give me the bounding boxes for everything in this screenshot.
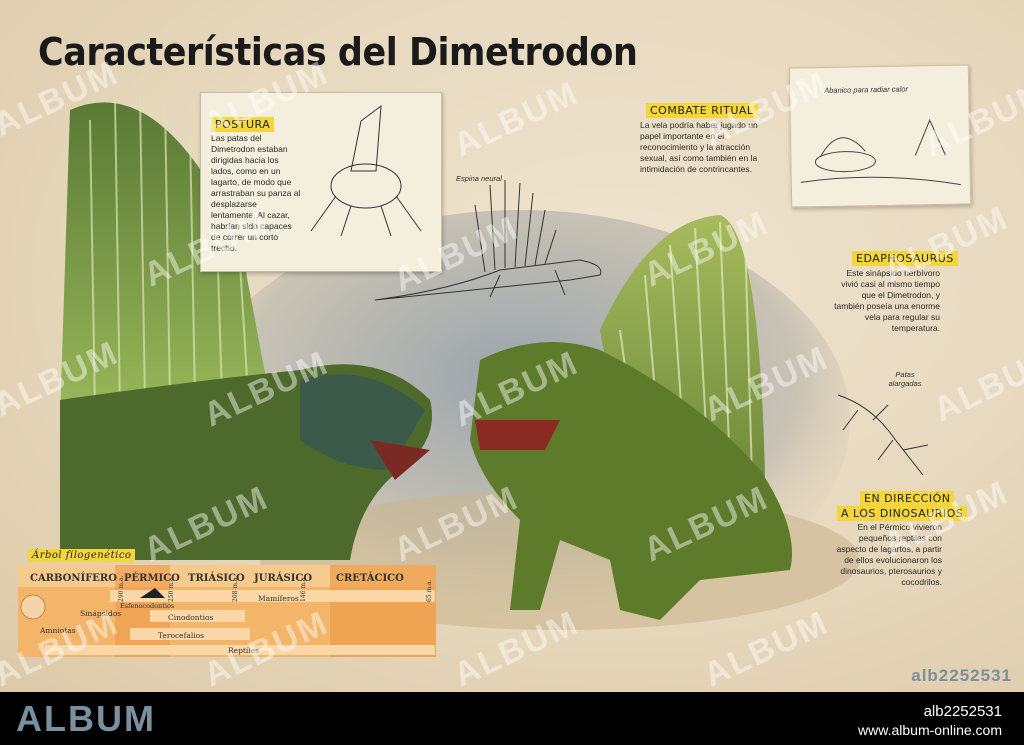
- combate-heading: COMBATE RITUAL: [646, 103, 758, 118]
- edaphosaurus-text: Este sinápsido herbívoro vivió casi al m…: [834, 268, 940, 333]
- age-65: 65 m.a.: [426, 579, 433, 602]
- skeleton-sketch: [374, 180, 602, 301]
- era-triasico: TRIÁSICO: [188, 573, 245, 584]
- direccion-heading-1: EN DIRECCIÓN: [860, 491, 955, 506]
- tree-label-reptiles: Reptiles: [228, 646, 259, 655]
- era-jurasico: JURÁSICO: [254, 573, 313, 584]
- tree-label-mamiferos: Mamíferos: [258, 594, 299, 603]
- scene-illustration: [18, 94, 860, 657]
- edaphosaurus-scene-sketch: [800, 118, 961, 186]
- postura-text: Las patas del Dimetrodon estaban dirigid…: [211, 133, 301, 253]
- tree-label-amniotas: Amniotas: [40, 626, 76, 635]
- tree-label-esfenocodontios: Esfenocodontios: [120, 602, 175, 610]
- infographic-page: Características del Dimetrodon POSTURA L…: [0, 0, 1024, 692]
- lizard-sketch: [837, 394, 929, 476]
- age-208: 208 m.a.: [232, 575, 239, 602]
- album-logo[interactable]: ALBUM: [16, 698, 156, 739]
- abanico-label: Abanico para radiar calor: [824, 84, 909, 95]
- age-250: 250 m.a.: [168, 575, 175, 602]
- era-cretacico: CRETÁCICO: [336, 573, 404, 584]
- era-permico: PÉRMICO: [124, 573, 180, 584]
- abanico-card: Abanico para radiar calor: [788, 64, 972, 208]
- era-carbonifero: CARBONÍFERO: [30, 573, 117, 584]
- direccion-heading-2: A LOS DINOSAURIOS: [837, 506, 968, 521]
- tree-label-sinapsidos: Sinápsidos: [80, 609, 122, 618]
- arbol-heading: Árbol filogenético: [28, 549, 136, 562]
- page-title: Características del Dimetrodon: [38, 30, 638, 74]
- footer-bar: [0, 692, 1024, 745]
- edaphosaurus-heading: EDAPHOSAURUS: [852, 251, 958, 266]
- tree-label-cinodontios: Cinodontios: [168, 613, 214, 622]
- age-290: 290 m.a.: [118, 575, 125, 602]
- postura-card: POSTURA Las patas del Dimetrodon estaban…: [200, 92, 442, 272]
- tree-label-terocefalios: Terocefalios: [158, 631, 205, 640]
- dimetrodon-front-sketch: [310, 104, 422, 237]
- direccion-text: En el Pérmico vivieron pequeños reptiles…: [836, 522, 942, 587]
- postura-heading: POSTURA: [211, 117, 275, 132]
- espina-label: Espina neural: [456, 174, 502, 183]
- combate-text: La vela podría haber jugado un papel imp…: [640, 120, 758, 174]
- footer-image-id: alb2252531: [923, 703, 1002, 720]
- image-id-stamp: alb2252531: [911, 666, 1012, 685]
- patas-label: Patas alargadas: [888, 370, 922, 388]
- footer-url-link[interactable]: www.album-online.com: [858, 722, 1002, 738]
- age-146: 146 m.a.: [300, 575, 307, 602]
